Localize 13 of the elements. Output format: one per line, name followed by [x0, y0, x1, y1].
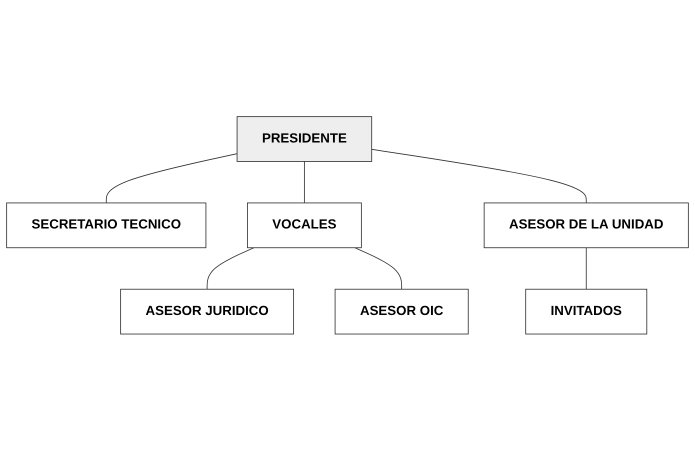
node-box: ASESOR DE LA UNIDAD	[484, 202, 689, 248]
connector	[304, 161, 305, 204]
connector	[354, 247, 402, 290]
node-box: INVITADOS	[525, 288, 648, 335]
connector	[206, 247, 254, 290]
connector	[106, 153, 238, 204]
node-box: SECRETARIO TECNICO	[6, 202, 206, 248]
connector	[586, 247, 587, 290]
node-box: ASESOR JURIDICO	[120, 288, 294, 335]
connector	[371, 149, 587, 204]
node-box: VOCALES	[247, 202, 362, 248]
node-box: ASESOR OIC	[334, 288, 469, 335]
node-box: PRESIDENTE	[236, 116, 372, 162]
